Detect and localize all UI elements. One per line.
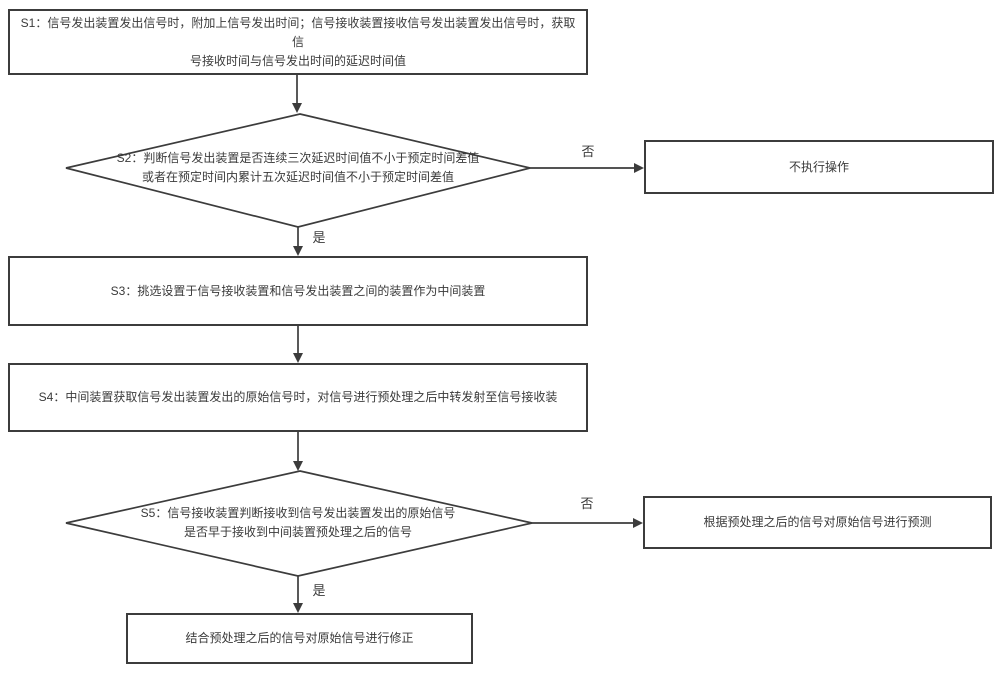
correct-signal-box: 结合预处理之后的信号对原始信号进行修正 bbox=[126, 613, 473, 664]
arrowhead-s1-s2 bbox=[292, 103, 302, 113]
predict-signal-label: 根据预处理之后的信号对原始信号进行预测 bbox=[703, 515, 932, 529]
decision-s5-label: S5：信号接收装置判断接收到信号发出装置发出的原始信号 是否早于接收到中间装置预… bbox=[140, 506, 456, 539]
arrowhead-s4-s5 bbox=[293, 461, 303, 471]
edge-s2-no-label: 否 bbox=[581, 144, 595, 159]
decision-s2-label: S2：判断信号发出装置是否连续三次延迟时间值不小于预定时间差值 或者在预定时间内… bbox=[116, 151, 480, 184]
arrowhead-s5-correct bbox=[293, 603, 303, 613]
no-operation-box: 不执行操作 bbox=[644, 140, 994, 194]
step-s3-label: S3：挑选设置于信号接收装置和信号发出装置之间的装置作为中间装置 bbox=[110, 283, 486, 298]
decision-s2-label-area: S2：判断信号发出装置是否连续三次延迟时间值不小于预定时间差值 或者在预定时间内… bbox=[78, 139, 518, 197]
edge-s5-yes-label: 是 bbox=[312, 583, 326, 598]
arrowhead-s2-noop bbox=[634, 163, 644, 173]
edge-s5-no-label: 否 bbox=[580, 496, 594, 511]
arrowhead-s3-s4 bbox=[293, 353, 303, 363]
step-s4-box: S4：中间装置获取信号发出装置发出的原始信号时，对信号进行预处理之后中转发射至信… bbox=[8, 363, 588, 432]
predict-signal-box: 根据预处理之后的信号对原始信号进行预测 bbox=[643, 496, 992, 549]
step-s1-box: S1：信号发出装置发出信号时，附加上信号发出时间；信号接收装置接收信号发出装置发… bbox=[8, 9, 588, 75]
decision-s5-label-area: S5：信号接收装置判断接收到信号发出装置发出的原始信号 是否早于接收到中间装置预… bbox=[78, 494, 518, 552]
no-operation-label: 不执行操作 bbox=[788, 159, 849, 174]
arrowhead-s2-s3 bbox=[293, 246, 303, 256]
step-s4-label: S4：中间装置获取信号发出装置发出的原始信号时，对信号进行预处理之后中转发射至信… bbox=[38, 390, 558, 404]
correct-signal-label: 结合预处理之后的信号对原始信号进行修正 bbox=[185, 631, 414, 645]
edge-s2-yes-label: 是 bbox=[312, 230, 326, 245]
step-s1-label: S1：信号发出装置发出信号时，附加上信号发出时间；信号接收装置接收信号发出装置发… bbox=[20, 15, 576, 68]
step-s3-box: S3：挑选设置于信号接收装置和信号发出装置之间的装置作为中间装置 bbox=[8, 256, 588, 326]
arrowhead-s5-predict bbox=[633, 518, 643, 528]
